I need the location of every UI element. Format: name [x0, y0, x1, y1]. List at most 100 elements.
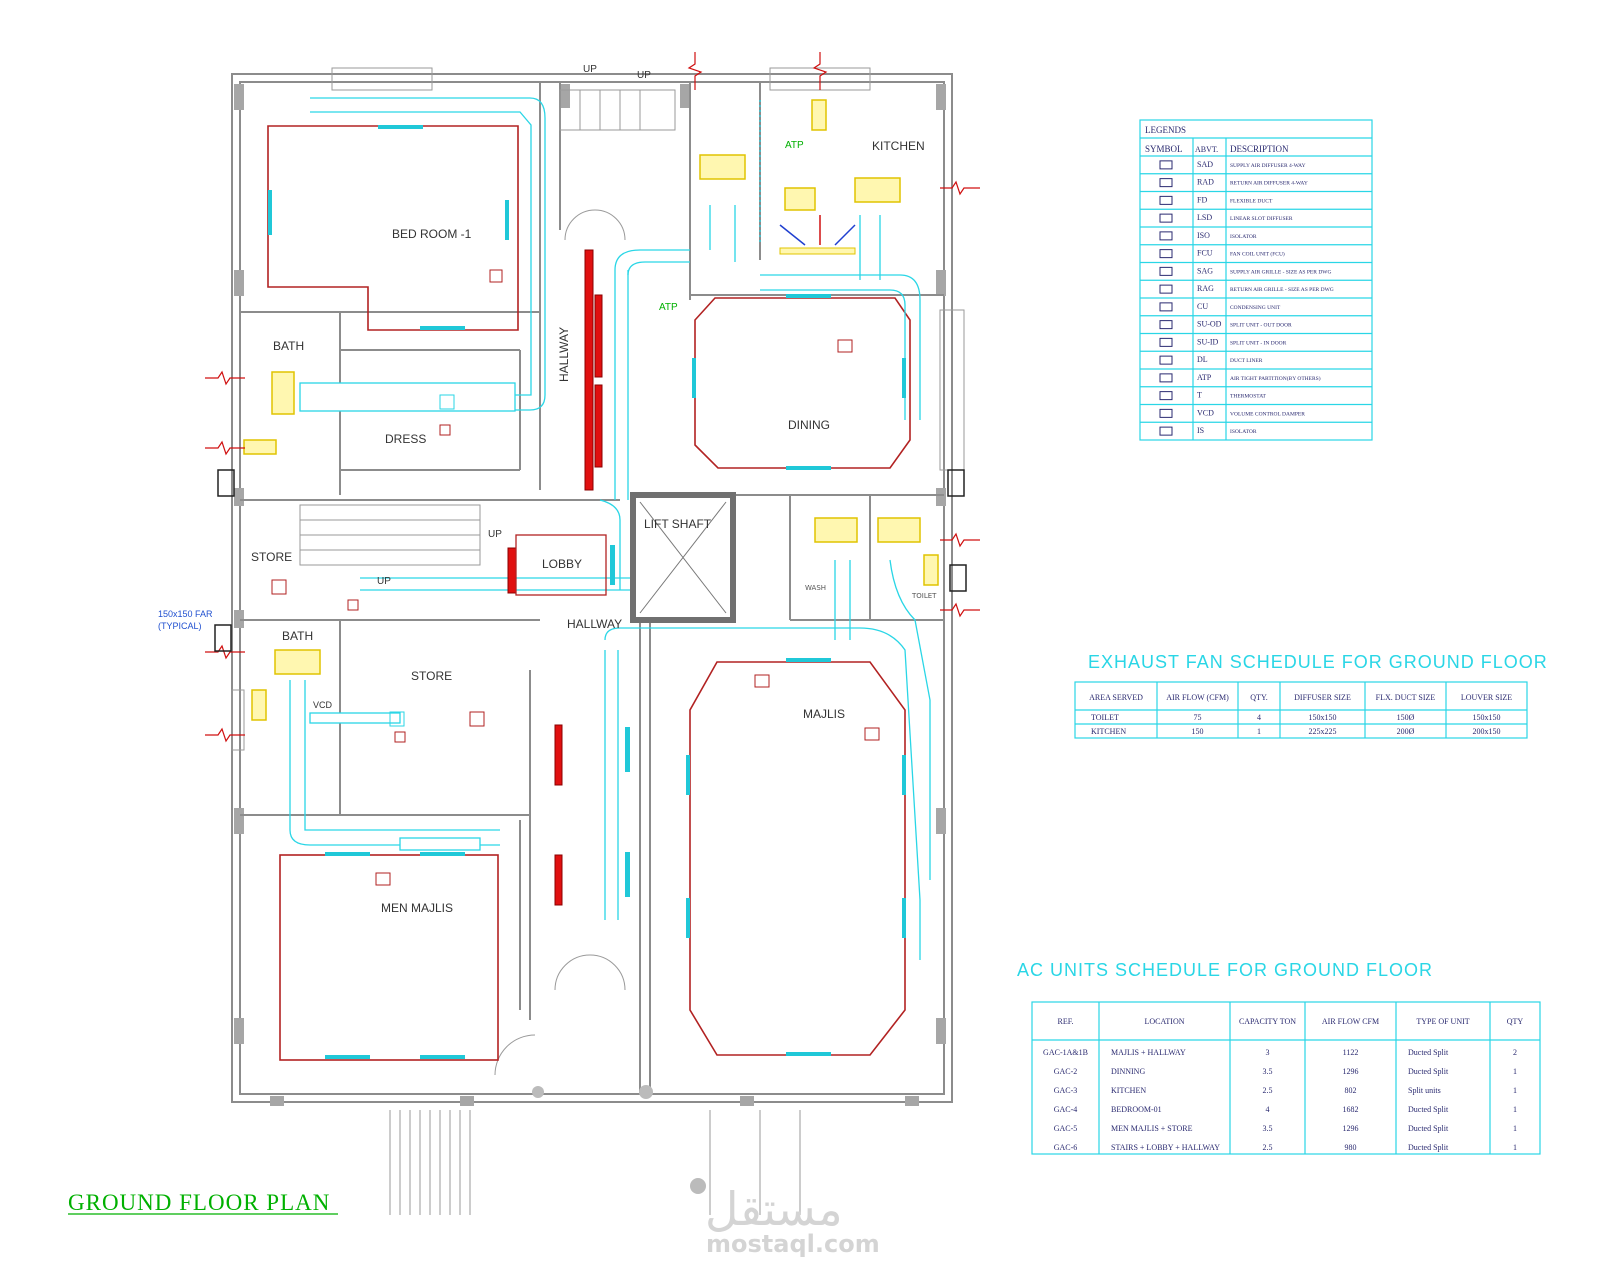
legend-row-description: SUPPLY AIR DIFFUSER 4-WAY: [1230, 163, 1306, 169]
ac-data-cell: GAC-2: [1054, 1067, 1078, 1076]
legend-row-abvt: CU: [1197, 302, 1208, 311]
ac-data-cell: 1682: [1343, 1105, 1359, 1114]
legend-row-description: THERMOSTAT: [1230, 394, 1267, 400]
exhaust-data-cell: 1: [1257, 727, 1261, 736]
exhaust-data-cell: 150x150: [1309, 713, 1337, 722]
legend-symbol-icon: [1159, 213, 1173, 223]
exhaust-data-cell: 150: [1192, 727, 1204, 736]
ac-data-cell: KITCHEN: [1111, 1086, 1146, 1095]
ac-header-cell: CAPACITY TON: [1239, 1017, 1296, 1026]
up-label-4: UP: [377, 576, 391, 587]
label-hallway-h: HALLWAY: [567, 617, 622, 631]
lift-shaft: [630, 492, 736, 623]
atp-label-1: ATP: [785, 140, 804, 151]
label-lift-shaft: LIFT SHAFT: [644, 517, 712, 531]
legend-symbol-icon: [1159, 408, 1173, 418]
ac-header-cell: AIR FLOW CFM: [1322, 1017, 1379, 1026]
ac-data-cell: GAC-3: [1054, 1086, 1078, 1095]
label-store-2: STORE: [411, 669, 452, 683]
ac-data-cell: 1: [1513, 1124, 1517, 1133]
red-equipment: [507, 249, 607, 906]
exhaust-header-cell: AIR FLOW (CFM): [1166, 693, 1229, 702]
interior-walls: [240, 82, 944, 1094]
ac-data-cell: Ducted Split: [1408, 1143, 1449, 1152]
ac-data-cell: GAC-5: [1054, 1124, 1078, 1133]
room-labels: BED ROOM -1 BATH DRESS STORE HALLWAY KIT…: [251, 139, 937, 915]
ac-data-cell: 4: [1266, 1105, 1270, 1114]
legend-row-abvt: SU-OD: [1197, 320, 1222, 329]
ac-units: [243, 99, 939, 721]
legend-row-abvt: SU-ID: [1197, 337, 1219, 346]
ac-data-cell: Ducted Split: [1408, 1067, 1449, 1076]
ac-data-cell: 1: [1513, 1105, 1517, 1114]
legend-row-description: VOLUME CONTROL DAMPER: [1230, 411, 1305, 417]
ac-header-cell: REF.: [1057, 1017, 1073, 1026]
outer-walls: [231, 67, 965, 1103]
exhaust-data-cell: 225x225: [1309, 727, 1337, 736]
legend-row-abvt: FCU: [1197, 249, 1213, 258]
label-dress: DRESS: [385, 432, 426, 446]
legend-row-description: ISOLATOR: [1230, 429, 1257, 435]
label-bath-2: BATH: [282, 629, 313, 643]
exhaust-header-cell: LOUVER SIZE: [1461, 693, 1512, 702]
ac-data-cell: 2.5: [1263, 1143, 1273, 1152]
exhaust-data-cell: 200Ø: [1397, 727, 1415, 736]
ac-data-cell: 1: [1513, 1143, 1517, 1152]
legend-row-description: AIR TIGHT PARTITION(BY OTHERS): [1230, 375, 1321, 382]
label-lobby: LOBBY: [542, 557, 582, 571]
ac-header-cell: QTY: [1507, 1017, 1524, 1026]
legend-row-abvt: ATP: [1197, 373, 1212, 382]
label-store-1: STORE: [251, 550, 292, 564]
legend-symbol-icon: [1159, 426, 1173, 436]
exhaust-data-cell: KITCHEN: [1091, 727, 1126, 736]
ac-data-cell: STAIRS + LOBBY + HALLWAY: [1111, 1143, 1220, 1152]
legend-row-description: RETURN AIR GRILLE - SIZE AS PER DWG: [1230, 287, 1334, 293]
legend-symbol-icon: [1159, 355, 1173, 365]
ac-header-cell: TYPE OF UNIT: [1416, 1017, 1469, 1026]
ac-data-cell: 3.5: [1263, 1067, 1273, 1076]
legend-row-description: FAN COIL UNIT (FCU): [1230, 251, 1285, 258]
exhaust-header-cell: FLX. DUCT SIZE: [1376, 693, 1436, 702]
exhaust-header-cell: DIFFUSER SIZE: [1294, 693, 1351, 702]
up-label-2: UP: [637, 70, 651, 81]
legend-symbol-icon: [1159, 391, 1173, 401]
ac-title: AC UNITS SCHEDULE FOR GROUND FLOOR: [1017, 960, 1433, 980]
label-kitchen: KITCHEN: [872, 139, 925, 153]
legend-row-abvt: T: [1197, 391, 1202, 400]
exhaust-title: EXHAUST FAN SCHEDULE FOR GROUND FLOOR: [1088, 652, 1548, 672]
ac-data-cell: GAC-1A&1B: [1043, 1048, 1088, 1057]
legend-row-abvt: IS: [1197, 426, 1204, 435]
label-bedroom-1: BED ROOM -1: [392, 227, 472, 241]
legend-row-abvt: LSD: [1197, 213, 1212, 222]
ac-data-cell: 980: [1345, 1143, 1357, 1152]
legend-row-abvt: ISO: [1197, 231, 1210, 240]
legend-row-description: DUCT LINER: [1230, 358, 1263, 364]
legend-header-abvt: ABVT.: [1195, 145, 1218, 154]
label-men-majlis: MEN MAJLIS: [381, 901, 453, 915]
legend-row-abvt: FD: [1197, 195, 1207, 204]
ac-header-cell: LOCATION: [1145, 1017, 1185, 1026]
legend-symbol-icon: [1159, 284, 1173, 294]
ac-data-cell: Ducted Split: [1408, 1048, 1449, 1057]
legend-row-description: ISOLATOR: [1230, 234, 1257, 240]
legend-row-description: SPLIT UNIT - OUT DOOR: [1230, 323, 1292, 329]
ac-data-cell: GAC-4: [1054, 1105, 1078, 1114]
ac-data-cell: 1122: [1343, 1048, 1359, 1057]
ac-data-cell: 2: [1513, 1048, 1517, 1057]
ac-data-cell: 1: [1513, 1067, 1517, 1076]
legend-symbol-icon: [1159, 320, 1173, 330]
ac-data-cell: BEDROOM-01: [1111, 1105, 1162, 1114]
legend-row-description: FLEXIBLE DUCT: [1230, 198, 1273, 204]
label-toilet: TOILET: [911, 592, 937, 600]
legend-row-description: SPLIT UNIT - IN DOOR: [1230, 340, 1287, 346]
legend-row-description: LINEAR SLOT DIFFUSER: [1230, 216, 1293, 222]
legend-row-abvt: SAG: [1197, 266, 1213, 275]
watermark-arabic: مستقل: [705, 1182, 843, 1236]
legend-row-abvt: RAD: [1197, 178, 1214, 187]
duct-network: [289, 97, 931, 960]
label-bath-1: BATH: [273, 339, 304, 353]
structural-columns: [234, 84, 946, 1106]
watermark-latin: mostaql.com: [706, 1230, 880, 1258]
entrance-steps: [389, 1085, 801, 1215]
